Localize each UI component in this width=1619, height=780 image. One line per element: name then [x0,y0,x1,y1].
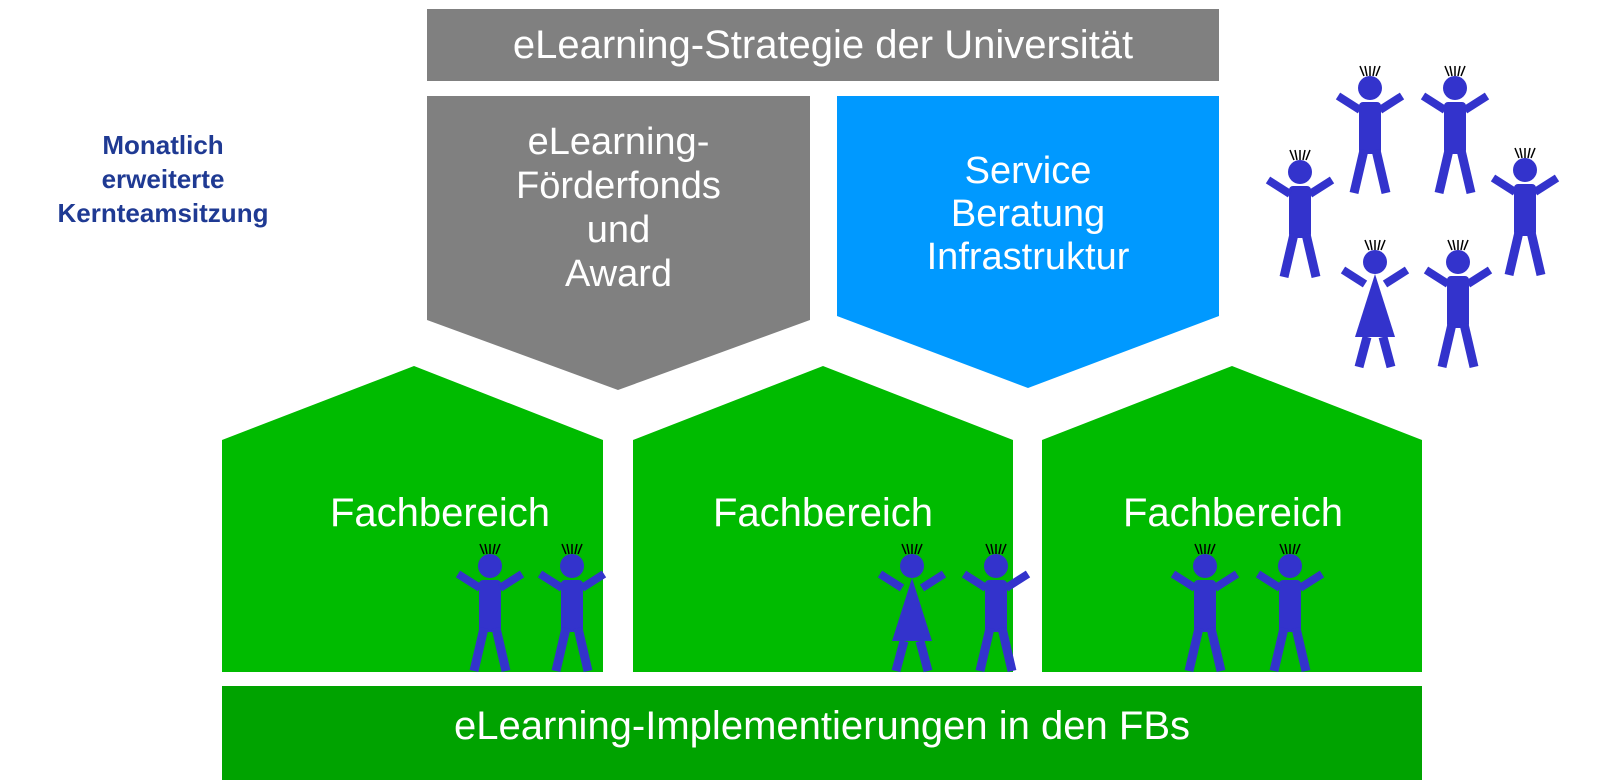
person-figure-icon [537,543,607,673]
funds-shape [427,96,810,390]
side-label-line-2: erweiterte [101,164,225,194]
person-figure-icon [877,543,947,673]
service-line-3: Infrastruktur [926,236,1130,278]
department-house-2 [633,366,1013,672]
department-label-3: Fachbereich [1122,491,1344,535]
funds-line-4: Award [564,253,673,295]
person-figure-icon [1255,543,1325,673]
department-label-1: Fachbereich [329,491,551,535]
side-label-line-1: Monatlich [102,130,224,160]
person-figure-icon [1335,65,1405,195]
funds-line-2: Förderfonds [516,165,721,207]
person-figure-icon [961,543,1031,673]
person-figure-icon [1490,147,1560,277]
person-figure-icon [1265,149,1335,279]
strategy-title: eLearning-Strategie der Universität [512,23,1134,67]
figures-group [455,65,1560,673]
service-text: Service Beratung Infrastruktur [837,150,1219,279]
implementation-bar [222,686,1422,780]
person-figure-icon [455,543,525,673]
person-figure-icon [1420,65,1490,195]
person-figure-icon [1423,239,1493,369]
funds-line-1: eLearning- [527,121,710,163]
side-label: Monatlich erweiterte Kernteamsitzung [8,128,318,230]
funds-line-3: und [586,209,651,251]
person-figure-icon [1340,239,1410,369]
department-house-1 [222,366,603,672]
funds-text: eLearning- Förderfonds und Award [427,120,810,296]
service-line-1: Service [964,150,1092,192]
service-line-2: Beratung [950,193,1106,235]
strategy-bar [427,9,1219,81]
service-shape [837,96,1219,388]
side-label-line-3: Kernteamsitzung [57,198,269,228]
implementation-text: eLearning-Implementierungen in den FBs [454,704,1190,748]
department-label-2: Fachbereich [712,491,934,535]
person-figure-icon [1170,543,1240,673]
department-house-3 [1042,366,1422,672]
